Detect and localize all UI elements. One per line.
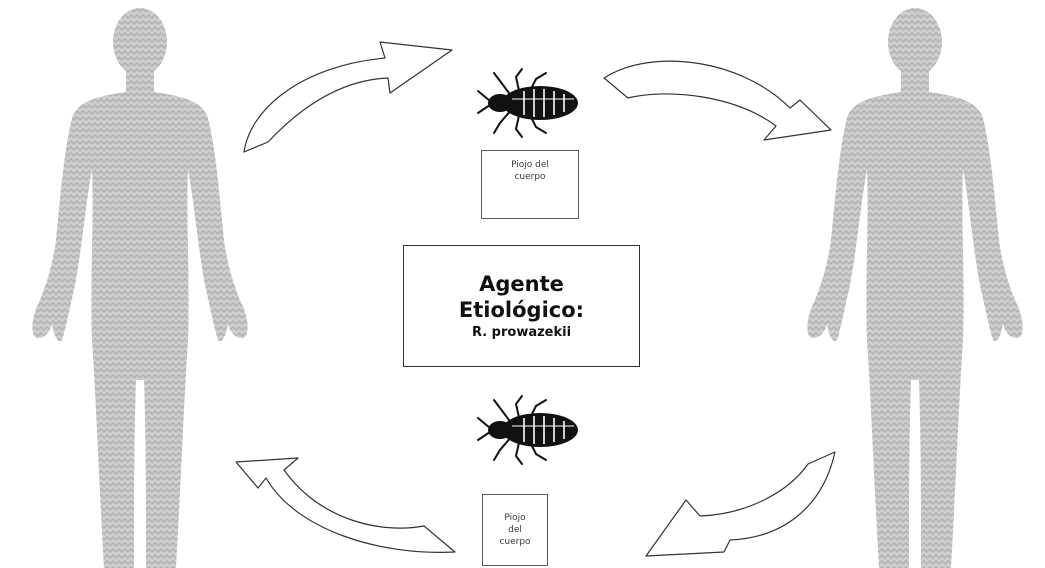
louse-label-bottom-line1: Piojo (504, 513, 526, 523)
center-title-line1: Agente (479, 271, 564, 296)
center-species: R. prowazekii (471, 324, 572, 340)
human-silhouette-left (32, 8, 248, 568)
louse-label-top: Piojo del cuerpo (481, 150, 579, 219)
human-silhouette-right (807, 8, 1023, 568)
louse-label-bottom-line2: del (508, 525, 522, 535)
louse-label-top-line1: Piojo del (511, 160, 549, 170)
louse-label-bottom: Piojo del cuerpo (482, 494, 548, 566)
louse-icon-bottom (477, 395, 579, 465)
louse-label-bottom-line3: cuerpo (499, 537, 531, 547)
arrow-bottom-right (645, 451, 836, 557)
arrow-top-right (603, 60, 832, 141)
center-title-line2: Etiológico: (458, 297, 585, 322)
louse-icon-top (477, 68, 579, 138)
louse-label-top-line2: cuerpo (514, 172, 546, 182)
arrow-bottom-left (235, 457, 456, 554)
etiological-agent-box: Agente Etiológico: R. prowazekii (403, 245, 640, 367)
arrow-top-left (243, 41, 453, 153)
